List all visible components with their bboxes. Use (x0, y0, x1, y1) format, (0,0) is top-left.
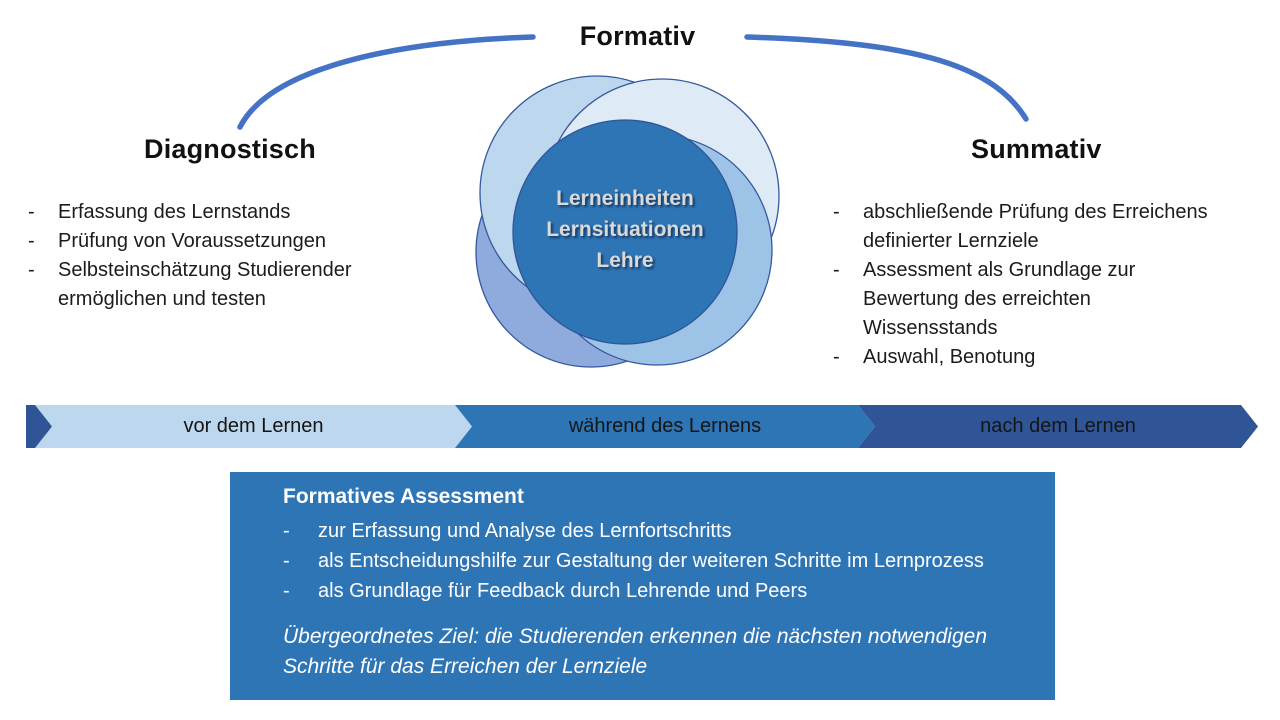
formativ-title: Formativ (579, 21, 696, 51)
bullet-text: Auswahl, Benotung (863, 346, 1036, 368)
list-item: - als Grundlage für Feedback durch Lehre… (283, 576, 1035, 606)
bullet-text: Assessment als Grundlage zur Bewertung d… (863, 256, 1273, 343)
bullet-line: abschließende Prüfung des Erreichens (863, 201, 1208, 223)
timeline-segment-label: vor dem Lernen (183, 415, 324, 437)
goal-line: Übergeordnetes Ziel: die Studierenden er… (283, 625, 987, 648)
summativ-bullet-list: - abschließende Prüfung des Erreichens d… (833, 198, 1273, 372)
box-title: Formatives Assessment (283, 485, 524, 508)
diagnostisch-bullet-list: - Erfassung des Lernstands - Prüfung von… (28, 198, 438, 314)
timeline-segment-before: vor dem Lernen (35, 405, 472, 448)
formative-assessment-box: Formatives Assessment - zur Erfassung un… (230, 472, 1055, 700)
goal-line: Schritte für das Erreichen der Lernziele (283, 655, 648, 678)
bullet-dash: - (283, 520, 290, 542)
bullet-dash: - (283, 580, 290, 602)
list-item: - Prüfung von Voraussetzungen (28, 227, 438, 256)
bullet-dash: - (283, 550, 290, 572)
bullet-line: ermöglichen und testen (58, 288, 266, 310)
list-item: - Erfassung des Lernstands (28, 198, 438, 227)
bullet-dash: - (833, 259, 840, 281)
bullet-text: zur Erfassung und Analyse des Lernfortsc… (318, 520, 732, 542)
bullet-text: als Entscheidungshilfe zur Gestaltung de… (318, 550, 984, 572)
timeline-segment-label: während des Lernens (568, 415, 762, 437)
bullet-text: Prüfung von Voraussetzungen (58, 230, 326, 252)
bullet-dash: - (28, 230, 35, 252)
bullet-dash: - (833, 346, 840, 368)
summativ-heading: Summativ (971, 134, 1102, 164)
venn-label-line: Lernsituationen (546, 218, 704, 241)
list-item: - Auswahl, Benotung (833, 343, 1273, 372)
list-item: - als Entscheidungshilfe zur Gestaltung … (283, 546, 1035, 576)
venn-diagram (475, 75, 780, 368)
list-item: - abschließende Prüfung des Erreichens d… (833, 198, 1273, 256)
bullet-text: als Grundlage für Feedback durch Lehrend… (318, 580, 808, 602)
list-item: - zur Erfassung und Analyse des Lernfort… (283, 516, 1035, 546)
bullet-text: Erfassung des Lernstands (58, 201, 291, 223)
bullet-line: Selbsteinschätzung Studierender (58, 259, 352, 281)
timeline-segment-after: nach dem Lernen (858, 405, 1258, 448)
bullet-line: Assessment als Grundlage zur (863, 259, 1136, 281)
bullet-dash: - (28, 201, 35, 223)
bullet-text: abschließende Prüfung des Erreichens def… (863, 198, 1273, 256)
box-bullet-list: - zur Erfassung und Analyse des Lernfort… (283, 516, 1035, 606)
venn-center-label: Lerneinheiten Lernsituationen Lehre (500, 183, 750, 276)
timeline-segment-label: nach dem Lernen (980, 415, 1136, 437)
bullet-text: Selbsteinschätzung Studierender ermöglic… (58, 256, 438, 314)
bullet-line: definierter Lernziele (863, 230, 1039, 252)
list-item: - Assessment als Grundlage zur Bewertung… (833, 256, 1273, 343)
venn-label-line: Lehre (596, 249, 654, 272)
bullet-dash: - (28, 259, 35, 281)
diagnostisch-heading: Diagnostisch (144, 134, 316, 164)
list-item: - Selbsteinschätzung Studierender ermögl… (28, 256, 438, 314)
venn-circle-center (512, 119, 738, 345)
timeline-segment-during: während des Lernens (455, 405, 875, 448)
bullet-line: Bewertung des erreichten (863, 288, 1091, 310)
venn-label-line: Lerneinheiten (556, 187, 694, 210)
bullet-line: Wissensstands (863, 317, 998, 339)
bullet-dash: - (833, 201, 840, 223)
box-goal-text: Übergeordnetes Ziel: die Studierenden er… (283, 622, 1035, 682)
